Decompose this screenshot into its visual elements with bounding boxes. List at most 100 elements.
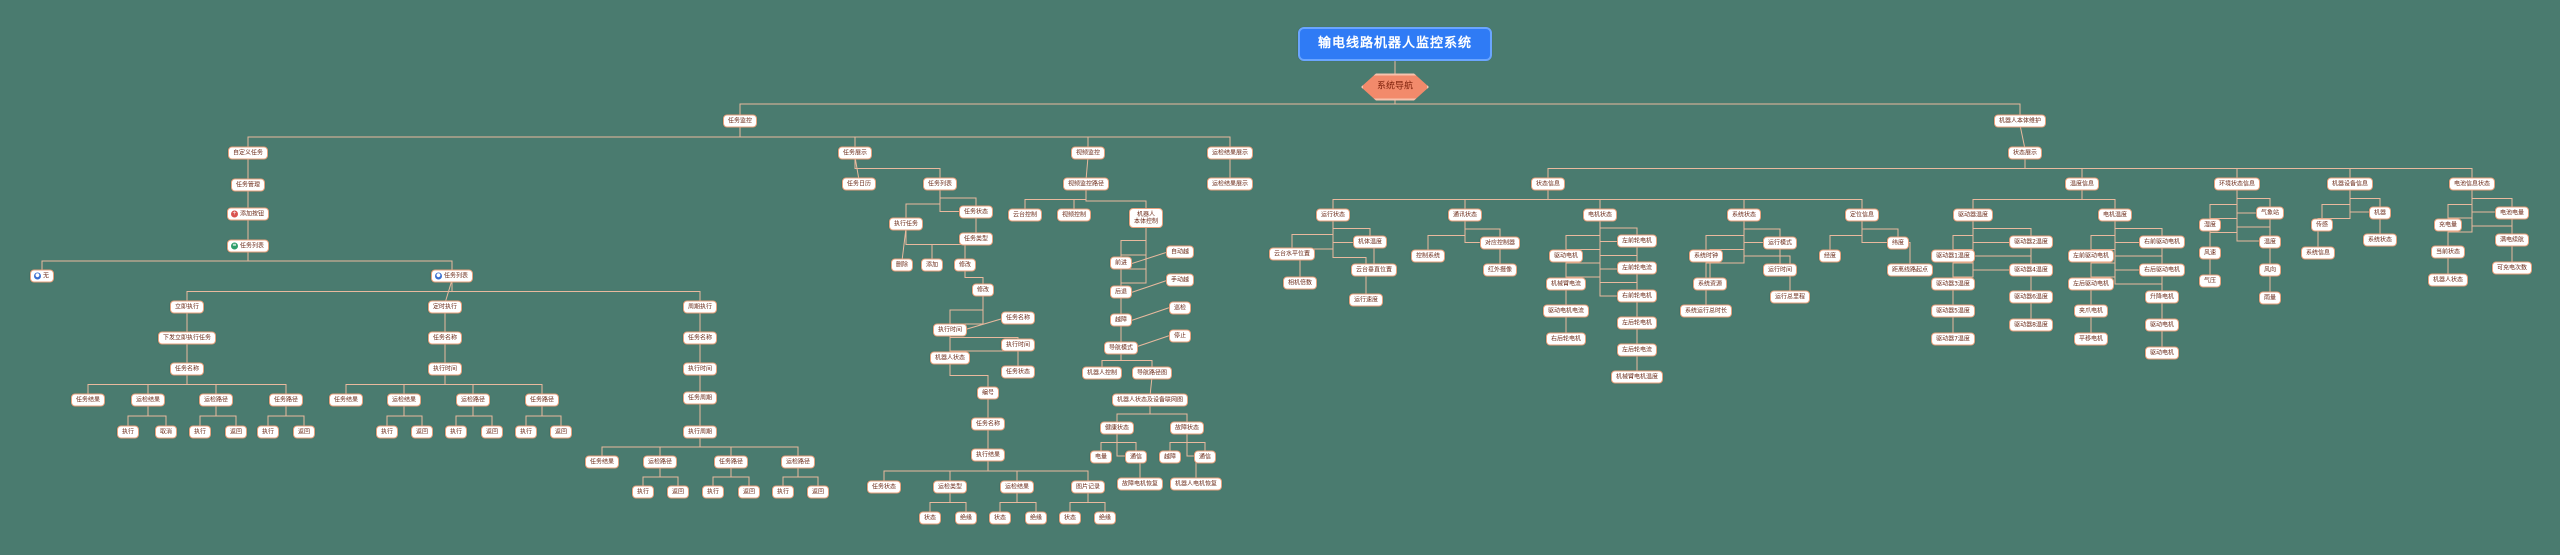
node-label: 图片记录: [1075, 483, 1101, 491]
node-e3d: 停止: [1168, 329, 1192, 343]
node-i1h: 驱动器8温度: [2009, 318, 2053, 332]
node-label: 后退: [1114, 288, 1128, 296]
node-e5a: 健康状态: [1099, 421, 1135, 435]
node-label: 经度: [1823, 252, 1837, 260]
connector: [1861, 219, 1911, 266]
node-label: 执行: [193, 428, 207, 436]
node-i2h: 驱动电机: [2144, 318, 2180, 332]
node-h1d: 相机倍数: [1282, 276, 1318, 290]
node-d5: 任务名称: [970, 417, 1006, 431]
connector: [964, 269, 984, 286]
node-b1d1: 执行: [116, 425, 140, 439]
node-i1d: 驱动器4温度: [2009, 263, 2053, 277]
node-j5: 温度: [2258, 235, 2282, 249]
node-label: 驱动器1温度: [1936, 252, 1970, 260]
node-b1d4: 返回: [224, 425, 248, 439]
node-label: 修改: [958, 261, 972, 269]
node-label: 返回: [742, 488, 756, 496]
node-label: 执行: [636, 488, 650, 496]
node-j3: 气压: [2198, 274, 2222, 288]
connector: [1394, 91, 2021, 117]
node-label: 机械臂电流: [1550, 280, 1582, 288]
node-g4: 环境状态信息: [2213, 177, 2261, 191]
node-label: 机器人状态及设备联网图: [1116, 396, 1184, 404]
node-label: 绝缘: [1029, 514, 1043, 522]
node-label: 自动越: [1170, 248, 1190, 256]
node-label: 添加按钮: [239, 210, 265, 218]
node-e3a: 自动越: [1165, 245, 1195, 259]
node-label: 故障电机恢复: [1121, 480, 1159, 488]
node-label: 任务列表: [443, 272, 469, 280]
node-d3: 机器人状态: [929, 351, 971, 365]
node-e4b: 导航路径图: [1131, 366, 1173, 380]
node-a1d: ●无: [29, 269, 55, 283]
node-e6c: 越障: [1158, 450, 1182, 464]
connector: [451, 280, 701, 303]
node-label: 执行: [380, 428, 394, 436]
node-e6b: 通信: [1124, 450, 1148, 464]
node-b2d1: 执行: [375, 425, 399, 439]
connector: [1547, 188, 1863, 211]
node-h4: 系统状态: [1726, 208, 1762, 222]
connector: [472, 404, 493, 428]
connector: [1186, 432, 1197, 480]
node-e7b: 机器人电机恢复: [1169, 477, 1223, 491]
node-label: 健康状态: [1104, 424, 1130, 432]
node-label: 左前轮电流: [1621, 264, 1653, 272]
node-f1: 运检结果展示: [1206, 177, 1254, 191]
node-a1b: +添加按钮: [226, 207, 270, 221]
node-e2b: 后退: [1109, 285, 1133, 299]
node-label: 机器人电机恢复: [1174, 480, 1218, 488]
node-label: 云台水平位置: [1273, 250, 1311, 258]
connector: [1705, 219, 1745, 252]
node-h3i: 右后轮电机: [1545, 332, 1587, 346]
node-label: 无: [42, 272, 50, 280]
node-label: 云台控制: [1012, 211, 1038, 219]
node-b2c4: 任务路径: [524, 393, 560, 407]
node-label: 气压: [2203, 277, 2217, 285]
connector: [1149, 376, 1153, 397]
node-e3b: 手动越: [1165, 273, 1195, 287]
node-label: 停止: [1173, 332, 1187, 340]
connector: [247, 250, 453, 272]
connector: [905, 228, 966, 261]
node-e1: 视频监控路径: [1062, 177, 1110, 191]
node-b3b: 执行时间: [682, 362, 718, 376]
node-c3c: 修改: [953, 258, 977, 272]
node-h4f: 运行总里程: [1769, 290, 1811, 304]
connector: [2114, 219, 2163, 293]
node-label: 编号: [981, 389, 995, 397]
node-b1c3: 运检路径: [198, 393, 234, 407]
node-e1a: 云台控制: [1007, 208, 1043, 222]
node-label: 运行模式: [1767, 239, 1793, 247]
node-i2a: 左前驱动电机: [2067, 249, 2115, 263]
node-b1d3: 执行: [188, 425, 212, 439]
connector: [386, 404, 405, 428]
node-i1f: 驱动器6温度: [2009, 290, 2053, 304]
connector: [2081, 188, 2116, 211]
node-label: 运检路径: [203, 396, 229, 404]
node-label: 驱动器4温度: [2014, 266, 2048, 274]
node-l1: 充电量: [2433, 218, 2463, 232]
node-b3e2: 运检路径: [642, 455, 678, 469]
node-i2i: 驱动电机: [2144, 346, 2180, 360]
connector: [1952, 219, 1974, 252]
node-label: 任务名称: [174, 365, 200, 373]
node-j1: 湿度: [2198, 218, 2222, 232]
node-label: 温度信息: [2069, 180, 2095, 188]
node-j2: 风速: [2198, 246, 2222, 260]
connector: [267, 404, 287, 428]
node-label: 运检结果展示: [1211, 149, 1249, 157]
node-l4: 电池电量: [2494, 206, 2530, 220]
node-label: 删除: [895, 261, 909, 269]
connector: [1332, 219, 1367, 296]
node-g5: 机器设备信息: [2326, 177, 2374, 191]
node-b3f3: 执行: [701, 485, 725, 499]
connector: [1743, 219, 1791, 293]
connector: [455, 404, 474, 428]
node-label: 温度: [2263, 238, 2277, 246]
node-label: 纬度: [1891, 239, 1905, 247]
node-b3f6: 返回: [806, 485, 830, 499]
